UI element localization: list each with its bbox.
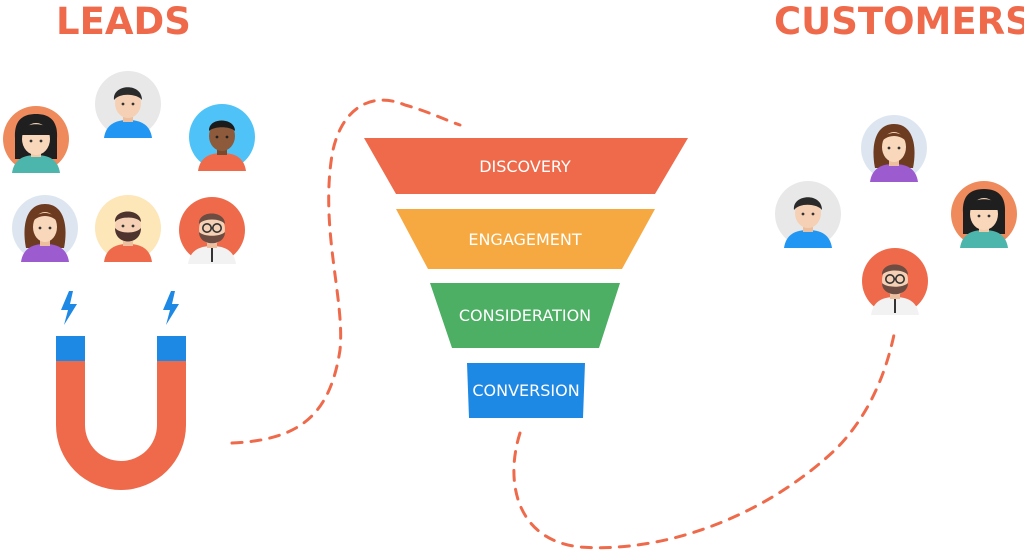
avatar bbox=[178, 196, 246, 264]
funnel-stage-engagement-label: ENGAGEMENT bbox=[468, 230, 582, 249]
lead-avatars bbox=[3, 71, 255, 264]
avatar bbox=[861, 115, 927, 182]
avatar bbox=[189, 104, 255, 171]
customer-avatars bbox=[775, 115, 1017, 315]
leads-heading: LEADS bbox=[56, 0, 191, 43]
funnel-stage-consideration-label: CONSIDERATION bbox=[459, 306, 591, 325]
avatar bbox=[951, 181, 1017, 248]
funnel-stage-conversion-label: CONVERSION bbox=[472, 381, 579, 400]
avatar bbox=[3, 106, 69, 173]
flow-path-magnet-to-funnel bbox=[230, 98, 462, 445]
avatar bbox=[861, 247, 929, 315]
avatar bbox=[95, 71, 161, 138]
funnel-stage-discovery bbox=[364, 138, 688, 194]
funnel-stage-conversion bbox=[467, 363, 585, 418]
avatar bbox=[95, 195, 161, 262]
avatar bbox=[12, 195, 78, 262]
funnel-stage-engagement bbox=[396, 209, 655, 269]
avatar bbox=[775, 181, 841, 248]
lightning-icon bbox=[163, 291, 179, 325]
flow-path-funnel-to-customers bbox=[512, 328, 897, 550]
lightning-icon bbox=[61, 291, 77, 325]
customers-heading: CUSTOMERS bbox=[774, 0, 1024, 43]
funnel-stage-consideration bbox=[430, 283, 620, 348]
magnet-icon bbox=[56, 336, 186, 490]
funnel-stage-discovery-label: DISCOVERY bbox=[479, 157, 571, 176]
funnel: DISCOVERY ENGAGEMENT CONSIDERATION CONVE… bbox=[364, 138, 688, 418]
